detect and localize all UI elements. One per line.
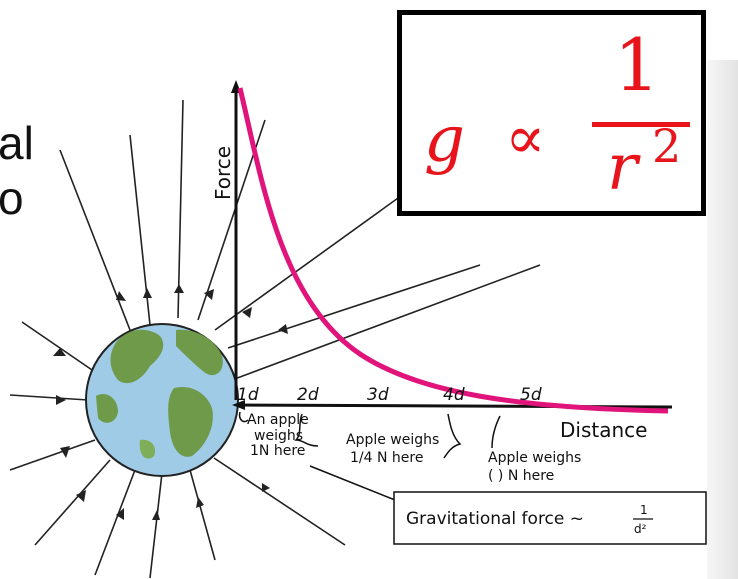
arrowhead <box>116 291 126 301</box>
field-lines <box>9 99 541 579</box>
field-line <box>231 264 541 381</box>
tick-5d: 5d <box>520 385 542 405</box>
caption-frac-denominator: d² <box>634 522 647 536</box>
formula-exponent: 2 <box>652 119 682 173</box>
apple-2-line-2: 1/4 N here <box>350 450 423 466</box>
apple-3-pointer <box>491 415 501 449</box>
distance-axis-arrow-icon <box>232 400 245 410</box>
earth-continent <box>176 329 223 376</box>
arrowhead <box>143 288 152 298</box>
formula-fraction-bar <box>592 122 690 127</box>
field-line <box>9 394 89 401</box>
page-edge-shadow <box>707 60 738 579</box>
formula-box: g ∝ 1 r 2 <box>397 10 706 216</box>
earth-continent <box>110 329 164 384</box>
caption-frac-numerator: 1 <box>640 503 648 517</box>
earth-continent <box>96 393 118 423</box>
apple-3-line-1: Apple weighs <box>488 450 581 466</box>
field-arrowheads <box>53 284 288 520</box>
earth-continent <box>168 386 213 457</box>
field-line <box>213 457 346 546</box>
arrowhead <box>174 284 184 293</box>
formula-variable-g: g <box>424 103 465 177</box>
apple-2-line-1: Apple weighs <box>346 432 439 448</box>
apple-1-line-3: 1N here <box>250 443 305 459</box>
apple-2-brace <box>443 413 462 459</box>
arrowhead <box>242 307 252 318</box>
field-line <box>34 459 111 546</box>
formula-numerator: 1 <box>614 23 660 107</box>
distance-ticks: 1d 2d 3d 4d 5d <box>237 385 542 405</box>
field-line <box>189 469 216 561</box>
force-axis-label: Force <box>211 146 235 200</box>
field-line <box>9 439 96 471</box>
arrowhead <box>53 348 66 356</box>
arrowhead <box>116 508 124 520</box>
cropped-text-line-2: o <box>0 172 24 224</box>
field-line <box>21 321 96 373</box>
arrowhead <box>56 395 66 405</box>
caption-box <box>393 491 707 545</box>
field-line <box>94 469 136 576</box>
earth-continent <box>139 439 156 459</box>
field-line <box>59 149 131 331</box>
arrowhead <box>60 446 70 458</box>
proportional-symbol: ∝ <box>505 103 546 173</box>
apple-3-line-2: ( ) N here <box>488 468 554 484</box>
apple-1-line-1: An apple <box>247 412 309 428</box>
apple-1-brace <box>294 413 319 447</box>
arrowhead <box>76 490 86 502</box>
arrowhead <box>204 289 214 300</box>
arrowhead <box>152 510 160 520</box>
force-curve <box>237 87 669 414</box>
formula-denominator-r: r <box>607 131 638 205</box>
tick-1d: 1d <box>237 385 259 405</box>
earth <box>85 323 239 477</box>
apple-1-pointer <box>238 411 249 423</box>
distance-axis-label: Distance <box>560 418 647 442</box>
cropped-text-line-1: al <box>0 117 34 169</box>
apple-1-line-2: weighs <box>254 428 303 444</box>
field-line <box>227 264 481 349</box>
field-line <box>149 472 163 579</box>
field-line <box>177 99 184 319</box>
apple-annotations: An apple weighs 1N here Apple weighs 1/4… <box>247 412 581 484</box>
caption-text: Gravitational force ~ <box>406 509 584 529</box>
field-line <box>214 174 431 331</box>
annotation-pointers <box>238 411 501 503</box>
tick-3d: 3d <box>367 385 389 405</box>
arrowhead <box>278 324 288 334</box>
arrowhead <box>196 497 204 508</box>
arrowhead <box>262 483 270 492</box>
tick-4d: 4d <box>443 385 465 405</box>
caption-pointer <box>309 465 401 503</box>
tick-2d: 2d <box>297 385 319 405</box>
